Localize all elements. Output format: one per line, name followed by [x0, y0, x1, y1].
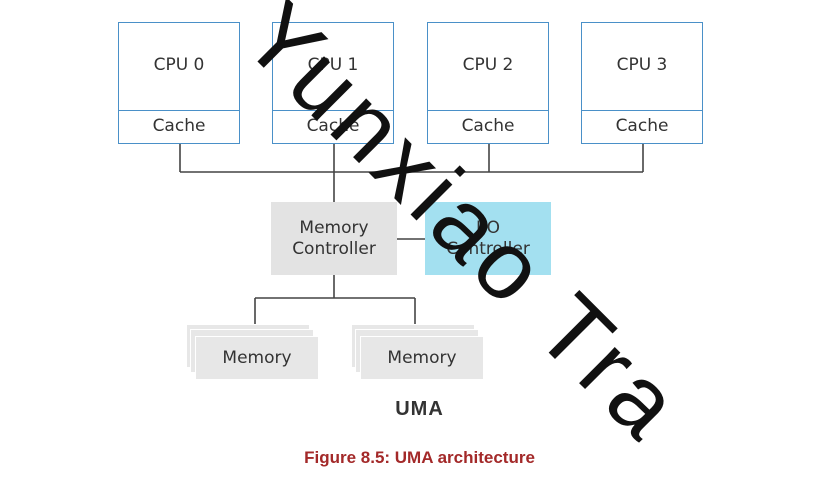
- io-controller-box: I/O Controller: [425, 202, 551, 275]
- memory-controller-label: Memory Controller: [292, 217, 376, 259]
- cpu-2-label: CPU 2: [462, 55, 514, 75]
- cpu-1-block: CPU 1 Cache: [272, 22, 394, 144]
- memory-1-label: Memory: [387, 348, 457, 368]
- cpu-1-cache: Cache: [273, 110, 393, 143]
- cpu-3-label: CPU 3: [616, 55, 668, 75]
- cpu-3-block: CPU 3 Cache: [581, 22, 703, 144]
- cpu-3-cache: Cache: [582, 110, 702, 143]
- memory-controller-box: Memory Controller: [271, 202, 397, 275]
- cpu-2-cache: Cache: [428, 110, 548, 143]
- cpu-1-label: CPU 1: [307, 55, 359, 75]
- io-controller-label: I/O Controller: [446, 217, 530, 259]
- memory-0-label: Memory: [222, 348, 292, 368]
- diagram-title: UMA: [395, 398, 444, 420]
- cpu-0-cache: Cache: [119, 110, 239, 143]
- memory-module-0: Memory: [186, 324, 319, 380]
- cpu-0-block: CPU 0 Cache: [118, 22, 240, 144]
- figure-caption: Figure 8.5: UMA architecture: [304, 448, 535, 467]
- memory-1-front-layer: Memory: [360, 336, 484, 380]
- memory-0-front-layer: Memory: [195, 336, 319, 380]
- cpu-2-block: CPU 2 Cache: [427, 22, 549, 144]
- cpu-0-label: CPU 0: [153, 55, 205, 75]
- memory-module-1: Memory: [351, 324, 484, 380]
